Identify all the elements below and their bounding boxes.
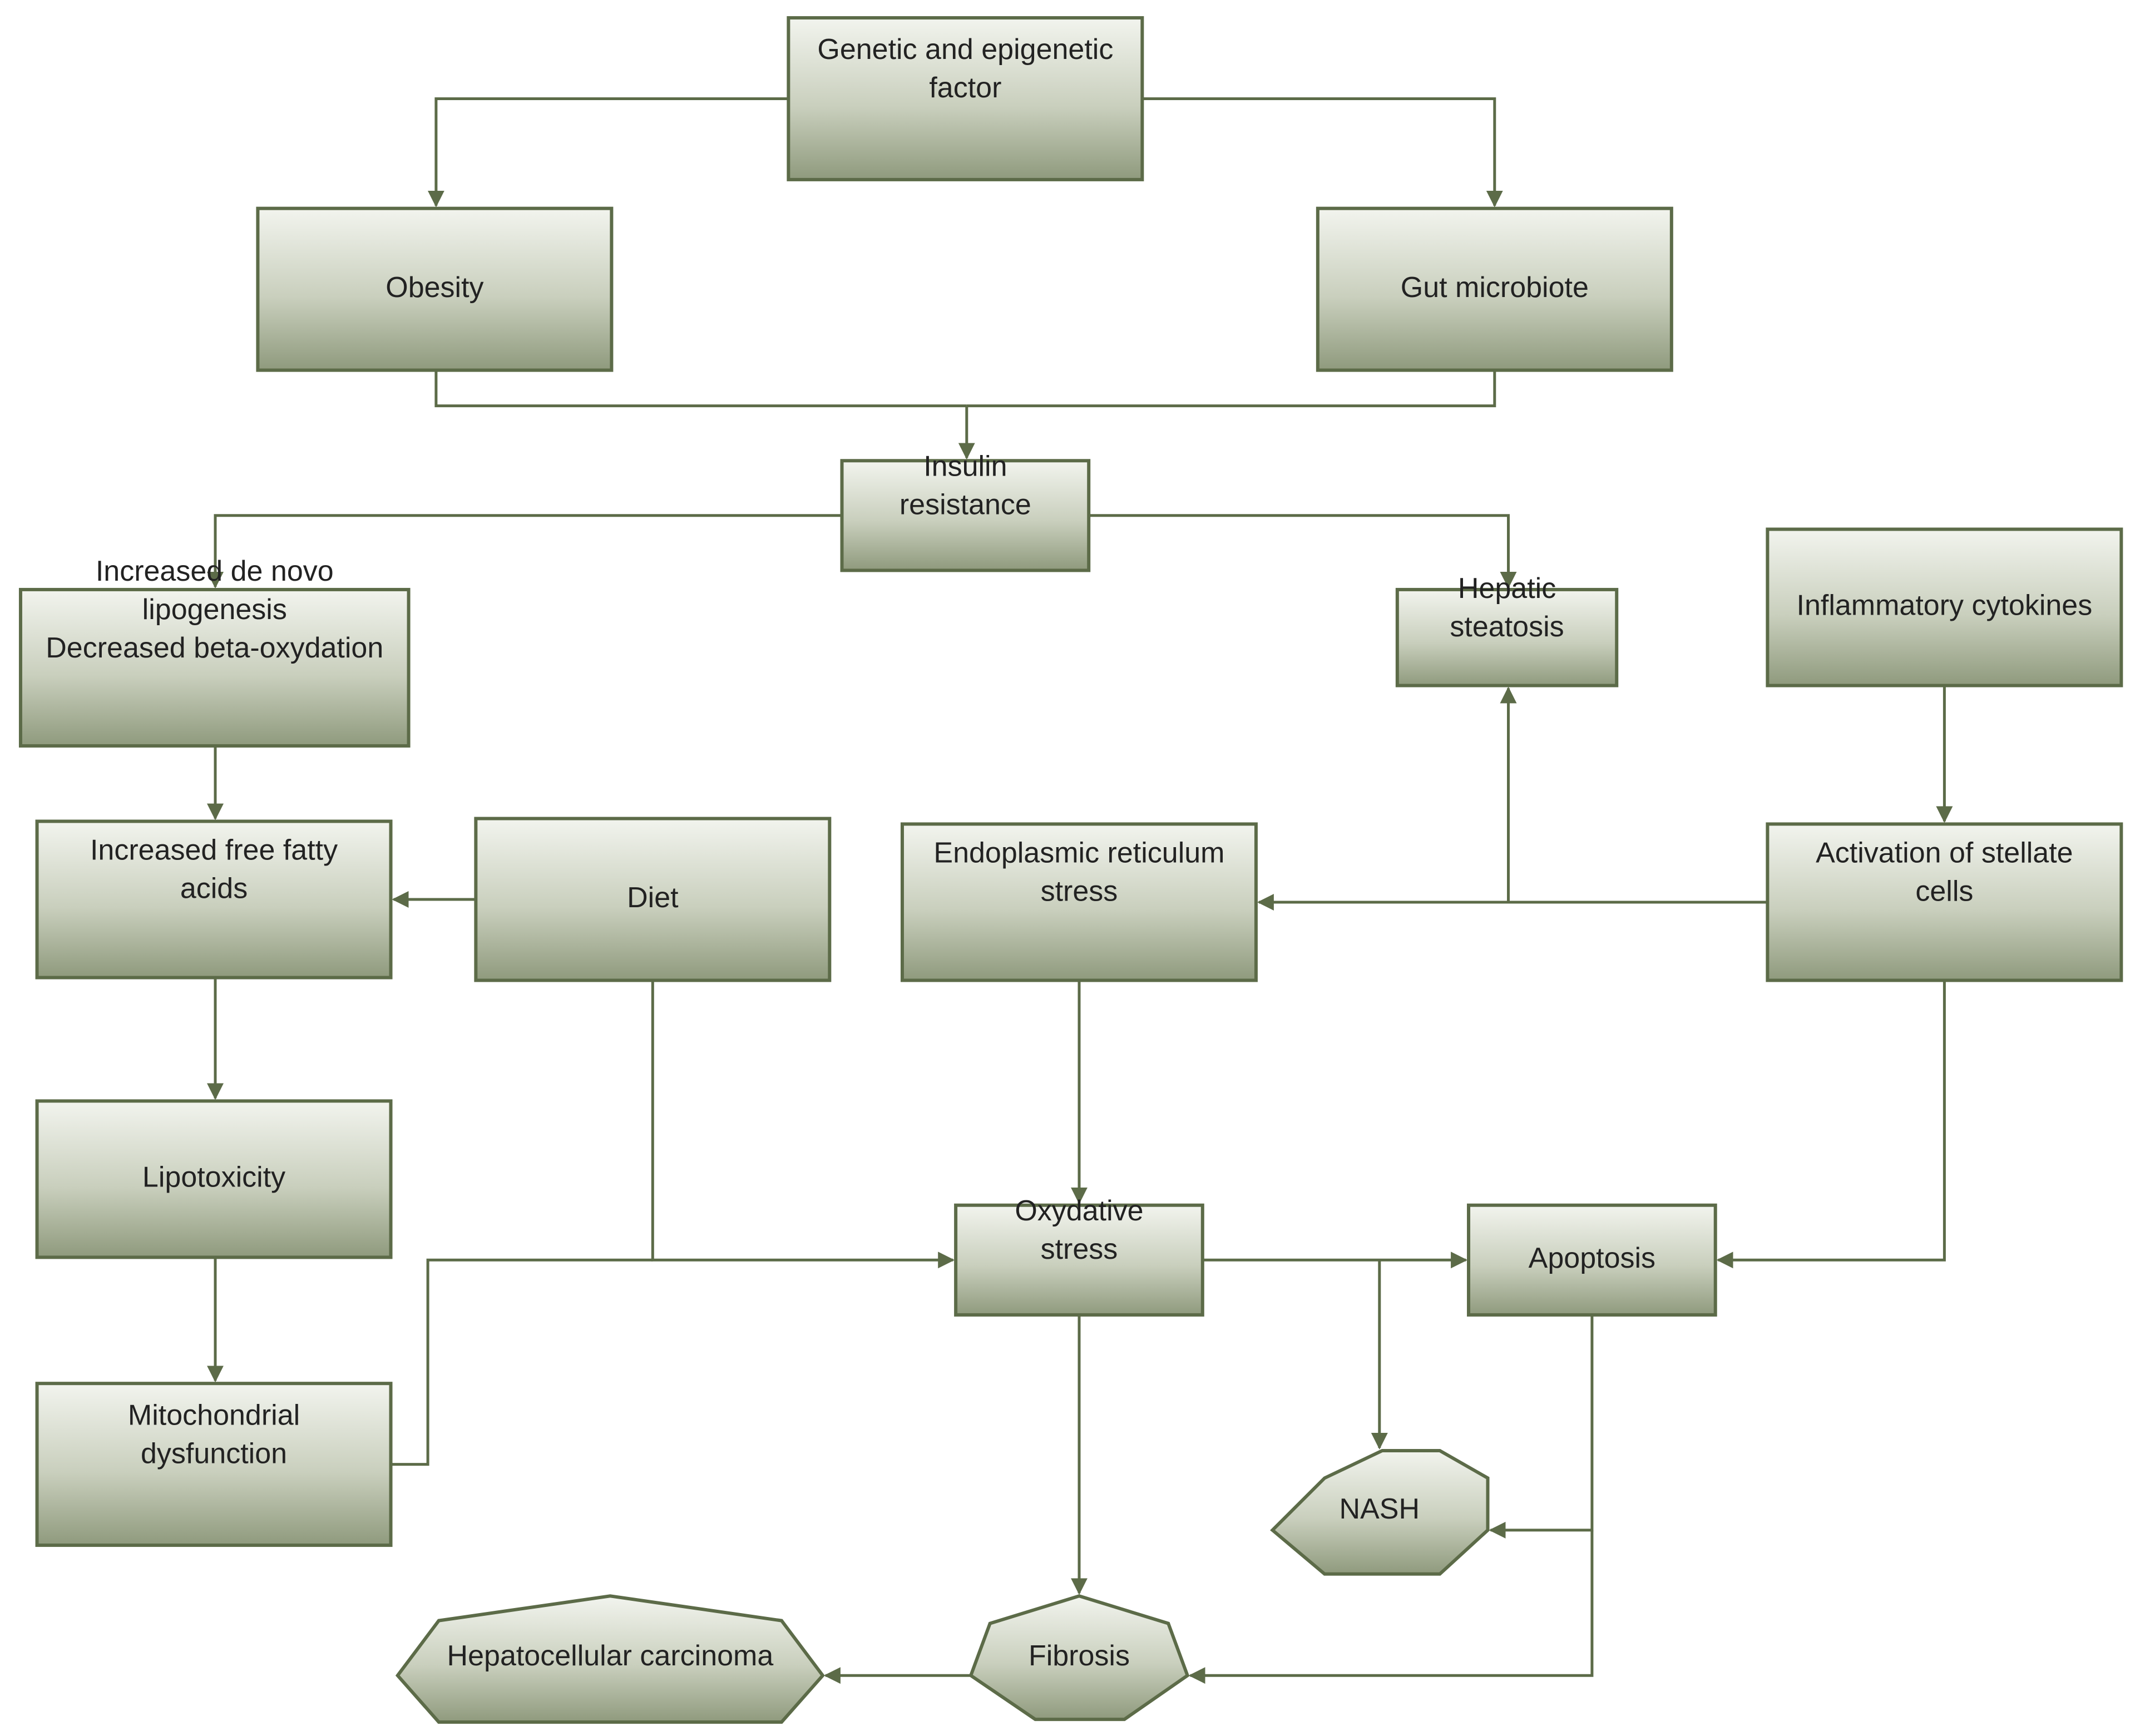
edge-stellate-to-apoptosis xyxy=(1716,980,1946,1269)
lipogenesis-box xyxy=(18,587,411,748)
oxidative-box xyxy=(954,1203,1204,1317)
edge-insulin-to-steatosis xyxy=(1089,514,1517,588)
obesity-box xyxy=(256,206,614,372)
lipotoxicity-label-line-1: Lipotoxicity xyxy=(142,1161,285,1194)
hcc-shape xyxy=(395,1594,825,1724)
genetic-label-line-2: factor xyxy=(929,72,1001,104)
fibrosis-label-line-1: Fibrosis xyxy=(1029,1640,1130,1672)
edge-insulin-to-lipogenesis xyxy=(207,514,842,588)
mito-box xyxy=(35,1382,393,1547)
hcc-label-line-1: Hepatocellular carcinoma xyxy=(447,1640,774,1672)
edge-gut-merge xyxy=(966,370,1496,408)
mito-label-line-2: dysfunction xyxy=(141,1437,287,1470)
diet-node: Diet xyxy=(474,817,832,982)
edge-mito-to-oxidative xyxy=(391,1258,653,1466)
steatosis-node: Hepatic steatosis xyxy=(1395,572,1619,688)
ffa-label-line-1: Increased free fatty xyxy=(90,834,338,867)
er-stress-label-line-2: stress xyxy=(1041,876,1118,908)
edge-obesity-merge xyxy=(434,370,967,408)
diet-box xyxy=(474,817,832,982)
cytokines-node: Inflammatory cytokines xyxy=(1766,527,2123,688)
er-stress-box xyxy=(900,822,1258,982)
edge-diet-to-oxidative xyxy=(651,980,955,1269)
insulin-label-line-1: Insulin xyxy=(923,451,1007,483)
apoptosis-box xyxy=(1467,1203,1717,1317)
obesity-label-line-1: Obesity xyxy=(386,271,483,304)
diet-label-line-1: Diet xyxy=(627,882,679,914)
edge-genetic-to-gut xyxy=(1142,97,1503,207)
insulin-node: Insulin resistance xyxy=(840,451,1091,572)
insulin-box xyxy=(840,459,1091,572)
connector-layer xyxy=(207,97,1953,1684)
nash-label-line-1: NASH xyxy=(1340,1493,1420,1525)
fibrosis-shape xyxy=(968,1594,1190,1722)
ffa-label-line-2: acids xyxy=(180,873,248,905)
cytokines-label-line-1: Inflammatory cytokines xyxy=(1797,590,2093,622)
hcc-node: Hepatocellular carcinoma xyxy=(395,1594,825,1724)
steatosis-label-line-2: steatosis xyxy=(1450,611,1564,643)
mito-node: Mitochondrial dysfunction xyxy=(35,1382,393,1547)
insulin-label-line-2: resistance xyxy=(900,489,1031,521)
genetic-node: Genetic and epigenetic factor xyxy=(787,16,1144,181)
obesity-node: Obesity xyxy=(256,206,614,372)
gut-label-line-1: Gut microbiote xyxy=(1401,271,1589,304)
nash-node: NASH xyxy=(1270,1449,1490,1576)
cytokines-box xyxy=(1766,527,2123,688)
ffa-box xyxy=(35,819,393,980)
steatosis-label-line-1: Hepatic xyxy=(1458,572,1556,605)
er-stress-node: Endoplasmic reticulum stress xyxy=(900,822,1258,982)
apoptosis-node: Apoptosis xyxy=(1467,1203,1717,1317)
fibrosis-node: Fibrosis xyxy=(968,1594,1190,1722)
oxidative-label-line-2: stress xyxy=(1041,1233,1118,1265)
stellate-label-line-1: Activation of stellate xyxy=(1816,837,2073,869)
gut-box xyxy=(1316,206,1673,372)
gut-node: Gut microbiote xyxy=(1316,206,1673,372)
mito-label-line-1: Mitochondrial xyxy=(128,1399,300,1431)
edge-genetic-to-obesity xyxy=(427,97,789,207)
ffa-node: Increased free fatty acids xyxy=(35,819,393,980)
stellate-label-line-2: cells xyxy=(1915,876,1973,908)
genetic-box xyxy=(787,16,1144,181)
lipogenesis-label-line-2: lipogenesis xyxy=(142,593,287,626)
lipotoxicity-box xyxy=(35,1099,393,1259)
edge-apoptosis-to-nash xyxy=(1489,1292,1594,1539)
apoptosis-label-line-1: Apoptosis xyxy=(1529,1242,1655,1274)
oxidative-node: Oxydative stress xyxy=(954,1195,1204,1317)
stellate-box xyxy=(1766,822,2123,982)
genetic-label-line-1: Genetic and epigenetic xyxy=(817,33,1113,66)
oxidative-label-line-1: Oxydative xyxy=(1015,1195,1143,1227)
lipotoxicity-node: Lipotoxicity xyxy=(35,1099,393,1259)
steatosis-box xyxy=(1395,587,1619,688)
lipogenesis-label-line-1: Increased de novo xyxy=(96,555,334,587)
er-stress-label-line-1: Endoplasmic reticulum xyxy=(933,837,1224,869)
stellate-node: Activation of stellate cells xyxy=(1766,822,2123,982)
lipogenesis-label-line-3: Decreased beta-oxydation xyxy=(46,632,383,664)
nash-shape xyxy=(1270,1449,1490,1576)
edge-apoptosis-to-fibrosis xyxy=(1188,1530,1594,1684)
